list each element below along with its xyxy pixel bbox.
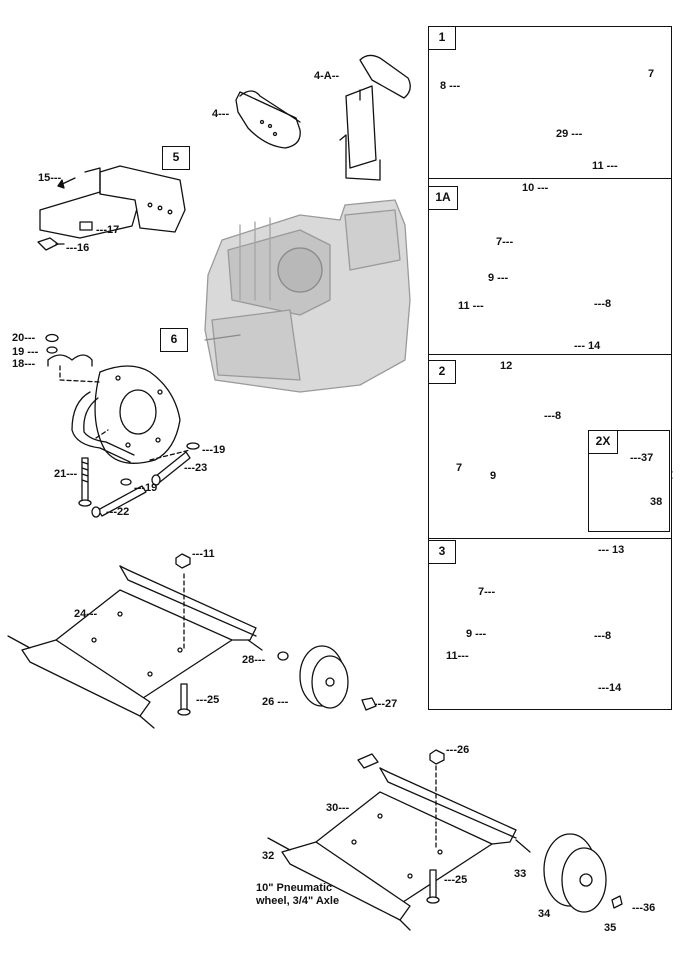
panel-2x-frame	[588, 430, 670, 532]
panel-3-frame	[428, 538, 672, 710]
callout-label: 11 ---	[458, 300, 484, 312]
dolly-2-illustration	[267, 749, 623, 931]
callout-label: 28---	[242, 654, 266, 666]
callout-label: ---27	[374, 698, 398, 710]
callout-label: 24---	[74, 608, 98, 620]
callout-label: 10 ---	[522, 182, 549, 194]
panel-1-frame	[428, 26, 672, 180]
part-5-shape	[37, 165, 186, 251]
callout-label: 7	[648, 68, 655, 80]
callout-label: ---25	[444, 874, 468, 886]
callout-label: 29 ---	[556, 128, 583, 140]
callout-label: ---17	[96, 224, 120, 236]
callout-label: --- 14	[574, 340, 601, 352]
panel-2x-tag: 2X	[588, 430, 618, 454]
callout-label: ---23	[184, 462, 208, 474]
callout-label: 15---	[38, 172, 62, 184]
callout-label: ---8	[594, 630, 612, 642]
callout-label: ---16	[66, 242, 90, 254]
callout-label: 38	[650, 496, 663, 508]
callout-label: 18---	[12, 358, 36, 370]
callout-label: 9 ---	[488, 272, 509, 284]
callout-label: ---25	[196, 694, 220, 706]
panel-3-tag: 3	[428, 540, 456, 564]
callout-label: ---14	[598, 682, 622, 694]
dolly-1-illustration	[7, 553, 377, 729]
panel-1a-tag: 1A	[428, 186, 458, 210]
callout-label: 12	[500, 360, 513, 372]
panel-1-tag: 1	[428, 26, 456, 50]
callout-label: 21---	[54, 468, 78, 480]
callout-label: 11---	[446, 650, 469, 662]
callout-label: ---19	[134, 482, 158, 494]
callout-label: ---36	[632, 902, 656, 914]
callout-label: 32	[262, 850, 275, 862]
callout-label: ---37	[630, 452, 654, 464]
panel-1a-frame	[428, 178, 672, 356]
callout-label: 35	[604, 922, 617, 934]
callout-label: ---8	[544, 410, 562, 422]
callout-label: ---22	[106, 506, 130, 518]
callout-label: ---11	[192, 548, 215, 560]
callout-label: 4---	[212, 108, 230, 120]
pneumatic-wheel-caption: 10" Pneumatic wheel, 3/4" Axle	[256, 882, 339, 908]
callout-label: --- 13	[598, 544, 625, 556]
callout-label: 4-A--	[314, 70, 340, 82]
callout-label: 19 ---	[12, 346, 39, 358]
callout-label: 11 ---	[592, 160, 618, 172]
callout-label: 30---	[326, 802, 350, 814]
part-4-shape	[235, 90, 301, 149]
callout-label: ---19	[202, 444, 226, 456]
callout-label: 8 ---	[440, 80, 461, 92]
callout-label: 7---	[496, 236, 514, 248]
panel-5-tag: 5	[162, 146, 190, 170]
callout-label: 9	[490, 470, 497, 482]
callout-label: ---8	[594, 298, 612, 310]
caption-line-2: wheel, 3/4" Axle	[256, 895, 340, 907]
caption-line-1: 10" Pneumatic	[256, 882, 333, 894]
callout-label: 34	[538, 908, 551, 920]
callout-label: 7---	[478, 586, 496, 598]
callout-label: 33	[514, 868, 527, 880]
engine-illustration	[204, 199, 411, 393]
callout-label: 26 ---	[262, 696, 289, 708]
callout-label: 9 ---	[466, 628, 487, 640]
callout-label: 20---	[12, 332, 36, 344]
callout-label: ---26	[446, 744, 470, 756]
panel-6-tag: 6	[160, 328, 188, 352]
part-4a-shape	[339, 54, 411, 181]
panel-2-tag: 2	[428, 360, 456, 384]
callout-label: 7	[456, 462, 463, 474]
part-6-shape	[45, 333, 200, 518]
